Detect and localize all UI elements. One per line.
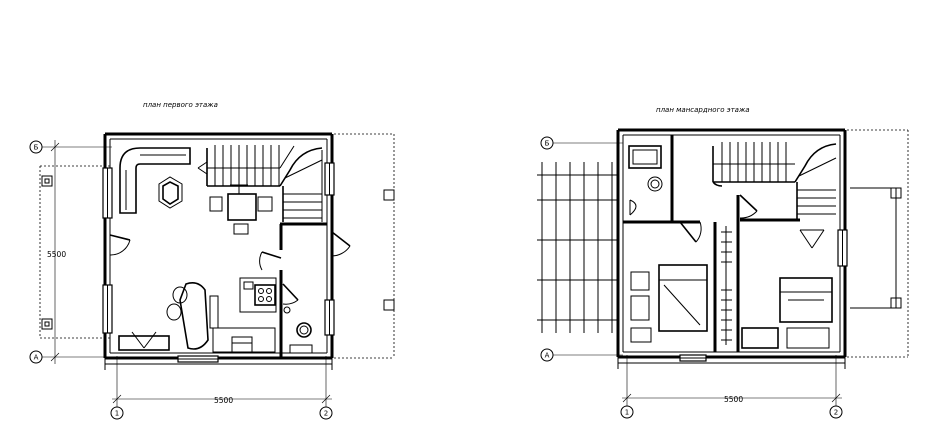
kitchen-counter: [212, 277, 277, 353]
svg-text:А: А: [34, 354, 39, 362]
svg-text:Б: Б: [545, 140, 550, 148]
entrance-door: [109, 234, 131, 256]
first-floor-stair: [197, 145, 323, 222]
first-floor-vertical-dimension: 5500: [47, 140, 66, 364]
bathroom-partition: [259, 222, 327, 358]
hexagon-table: [158, 176, 183, 209]
living-armchairs: [166, 282, 219, 350]
attic-bathroom: [623, 135, 700, 224]
attic-floor-title: план мансардного этажа: [656, 106, 750, 114]
svg-text:5500: 5500: [214, 396, 233, 405]
first-floor-title: план первого этажа: [143, 101, 218, 109]
first-floor-plan: план первого этажа Б А 1 2 5500: [29, 101, 395, 420]
svg-text:А: А: [545, 352, 550, 360]
attic-stair: [712, 142, 837, 220]
first-floor-horizontal-dimension: 5500: [112, 394, 332, 405]
first-floor-windows: [102, 162, 335, 363]
svg-text:1: 1: [115, 410, 119, 418]
axis-marker-a-first: А: [29, 350, 43, 364]
roof-rafters-left: [537, 162, 617, 333]
axis-marker-b-first: Б: [29, 140, 43, 154]
bottom-cabinet: [231, 336, 253, 354]
attic-terrace-right: [847, 129, 909, 358]
attic-horizontal-dimension: 5500: [622, 393, 842, 404]
porch-columns-left: [39, 165, 110, 339]
attic-floor-plan: план мансардного этажа Б А 1 2 5500: [537, 106, 909, 419]
attic-exterior-walls: [616, 128, 847, 369]
attic-windows: [679, 229, 848, 362]
axis-marker-2-attic: 2: [829, 405, 843, 419]
dining-table: [209, 184, 273, 235]
attic-bed-left: [630, 264, 708, 343]
axis-marker-a-attic: А: [540, 348, 554, 362]
side-door: [331, 231, 351, 257]
corner-sofa: [119, 147, 191, 214]
svg-text:1: 1: [625, 409, 629, 417]
axis-marker-1-first: 1: [110, 406, 124, 420]
terrace-right: [334, 133, 395, 359]
axis-marker-1-attic: 1: [620, 405, 634, 419]
svg-text:2: 2: [834, 409, 838, 417]
axis-marker-b-attic: Б: [540, 136, 554, 150]
tv-bench: [118, 331, 170, 351]
attic-doors: [679, 194, 758, 243]
svg-text:5500: 5500: [724, 395, 743, 404]
svg-text:5500: 5500: [47, 250, 66, 259]
axis-marker-2-first: 2: [319, 406, 333, 420]
attic-partitions: [713, 195, 800, 352]
attic-bed-right: [741, 229, 833, 349]
svg-text:2: 2: [324, 410, 328, 418]
bathroom-fixtures: [283, 306, 313, 354]
svg-text:Б: Б: [34, 144, 39, 152]
